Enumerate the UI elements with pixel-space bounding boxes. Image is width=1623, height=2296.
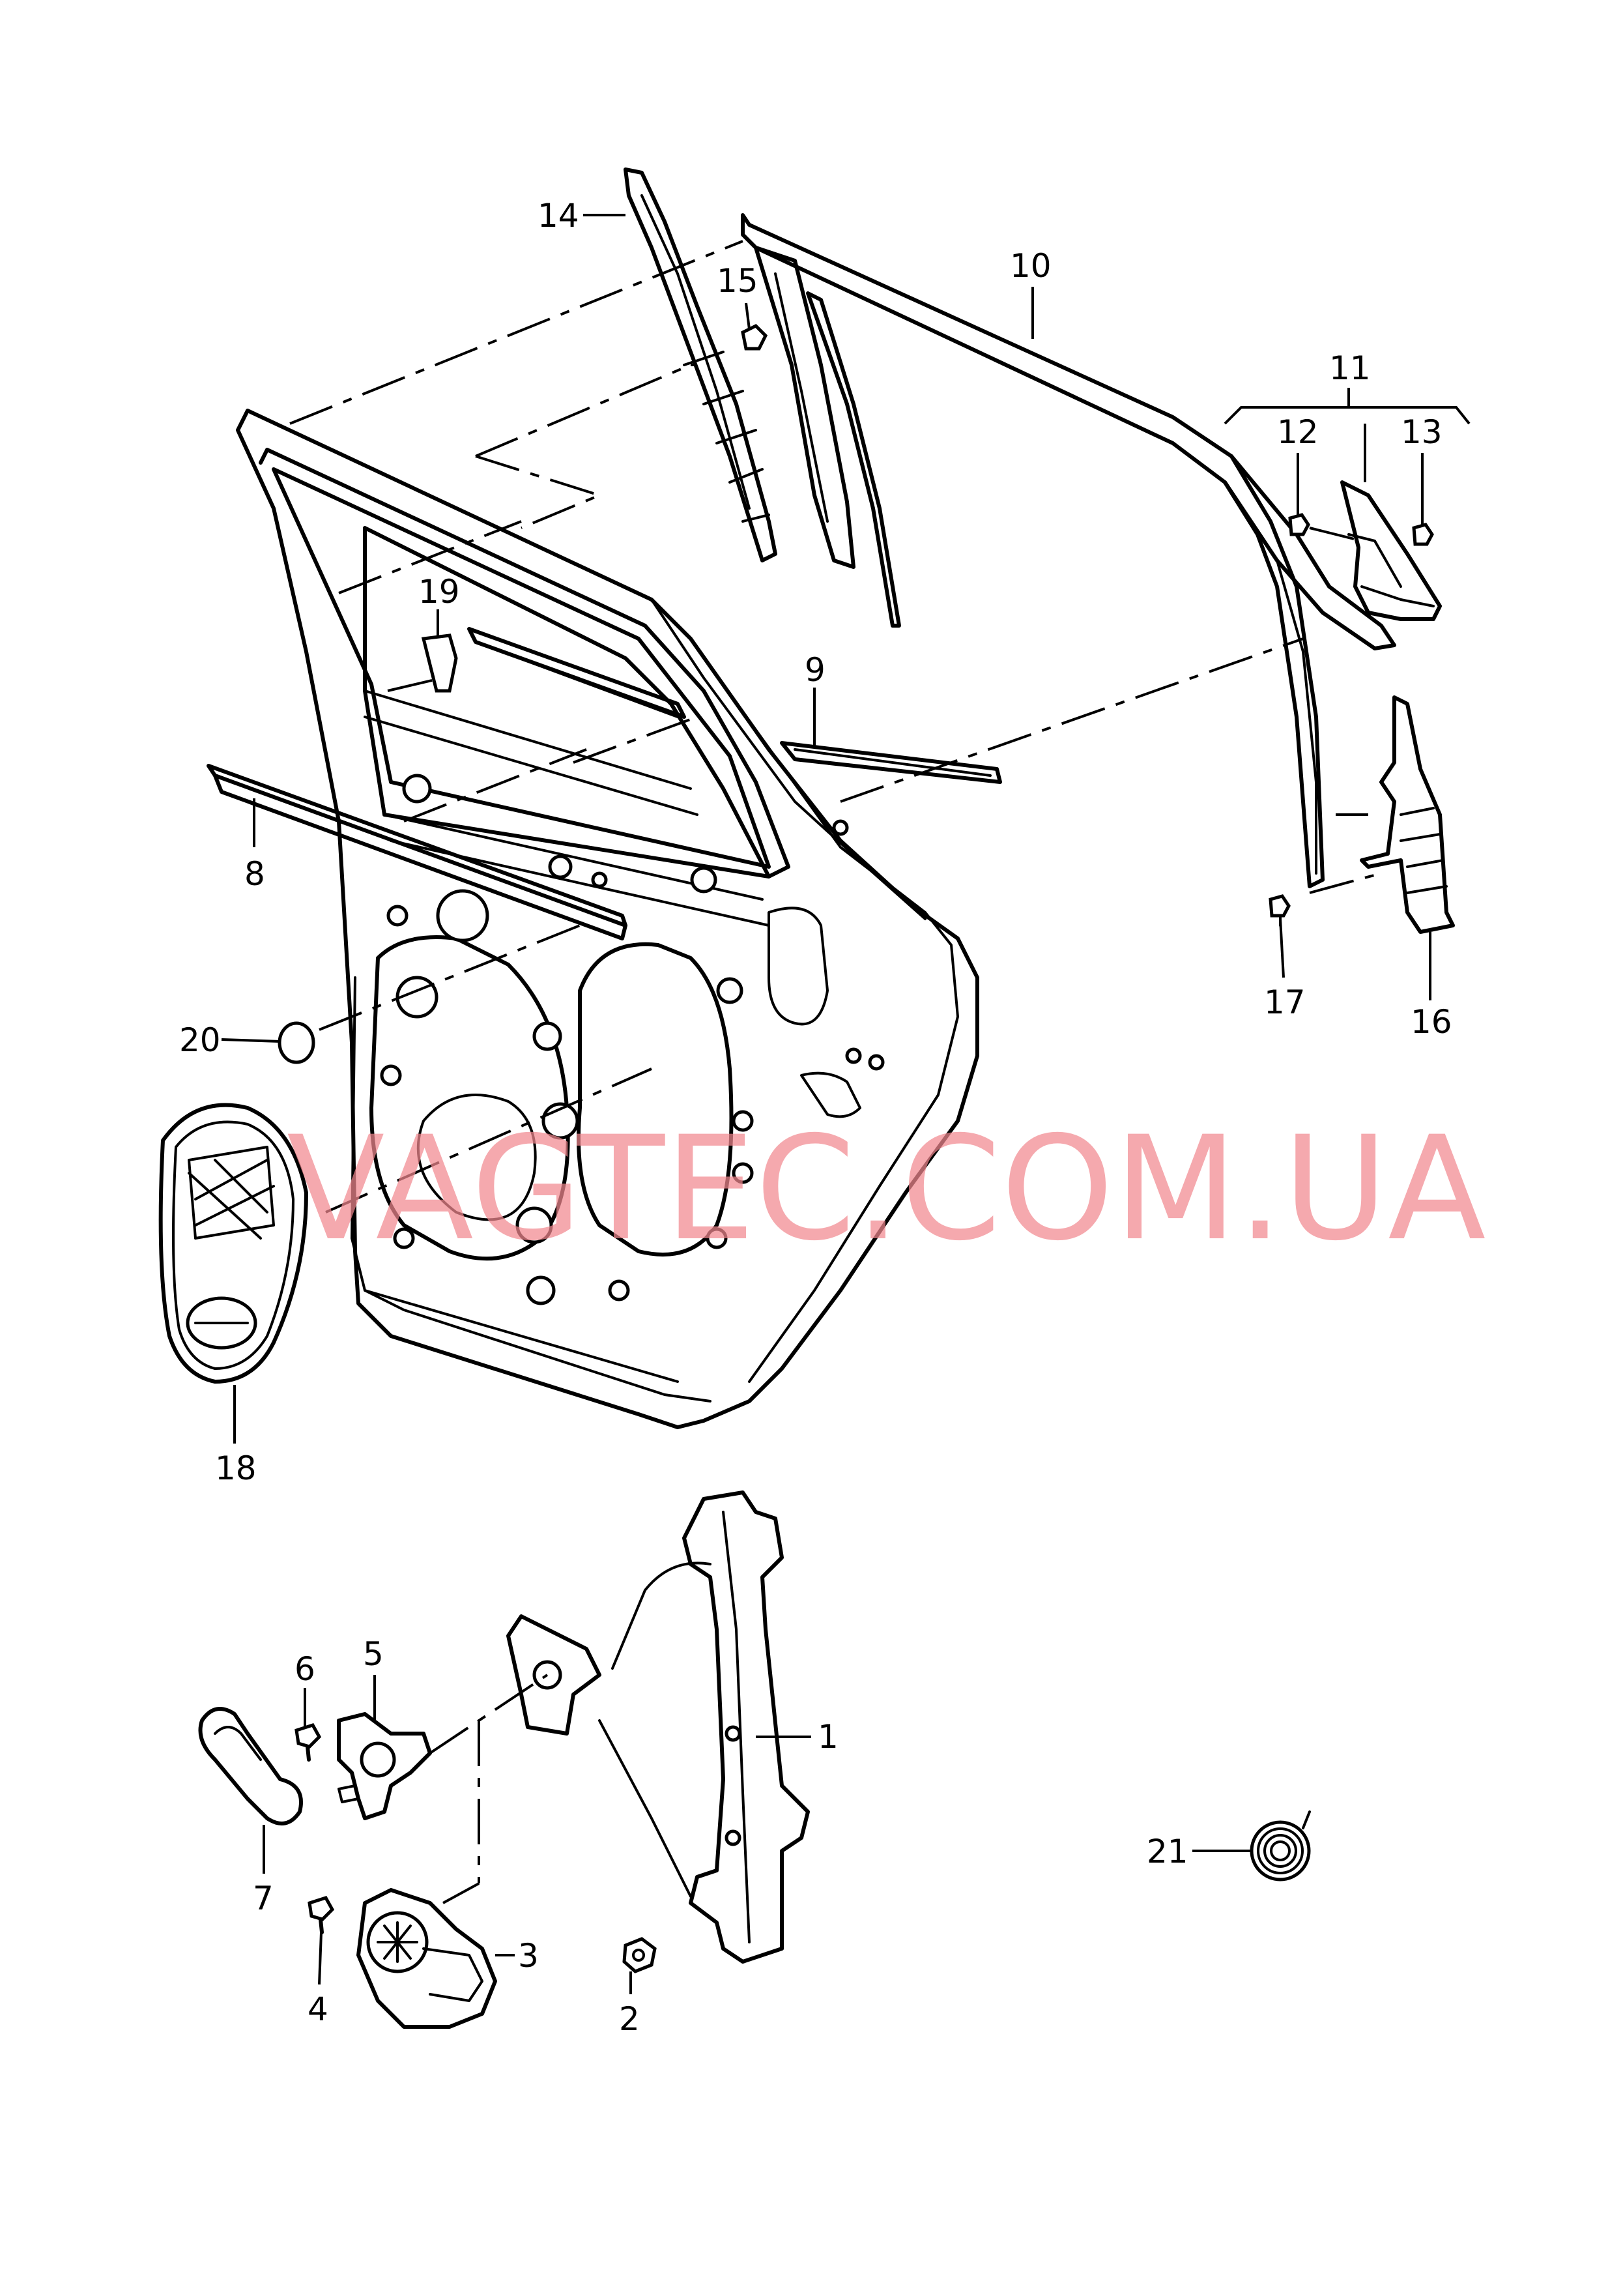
leader-lines: [221, 214, 1471, 1994]
part-13-nut: [1412, 523, 1434, 546]
callout-5: 5: [363, 1635, 384, 1673]
part-10-window-channel: [741, 213, 1396, 888]
part-7-crank-handle: [198, 1707, 303, 1825]
assembly-lines: [289, 240, 1382, 1904]
part-19-clip: [421, 633, 458, 693]
callout-15: 15: [717, 262, 758, 300]
callouts: 14 15 10 11 12 13 19 9 8 17 16 20 18 5 6…: [179, 197, 1452, 2038]
part-14-window-guide: [624, 167, 777, 562]
part-18-cover-panel: [158, 1103, 308, 1384]
callout-18: 18: [215, 1449, 257, 1487]
callout-7: 7: [253, 1880, 274, 1917]
part-6-screw: [294, 1722, 322, 1762]
callout-21: 21: [1147, 1833, 1188, 1870]
callout-6: 6: [294, 1650, 315, 1688]
door-shell: [236, 409, 979, 1429]
part-5-drive-unit: [337, 1712, 432, 1820]
part-16-rear-guide: [1360, 695, 1455, 934]
part-15-bolt: [741, 323, 768, 351]
part-20-plug: [278, 1021, 315, 1064]
callout-20: 20: [179, 1021, 221, 1059]
callout-9: 9: [805, 651, 826, 689]
part-3-window-motor: [356, 1888, 497, 2029]
callout-11: 11: [1329, 349, 1371, 387]
part-8-outer-window-seal: [207, 764, 627, 940]
callout-14: 14: [538, 197, 579, 235]
part-9-inner-window-seal: [780, 741, 1002, 784]
part-12-nut: [1288, 513, 1310, 536]
callout-13: 13: [1401, 413, 1443, 451]
callout-1: 1: [818, 1718, 839, 1756]
part-2-nut: [622, 1937, 657, 1973]
callout-8: 8: [244, 855, 265, 893]
part-1-window-regulator: [506, 1490, 810, 1964]
inner-trim-strip: [467, 627, 686, 719]
callout-4: 4: [308, 1990, 328, 2028]
callout-16: 16: [1411, 1003, 1452, 1041]
callout-12: 12: [1277, 413, 1319, 451]
part-4-screw: [308, 1895, 335, 1934]
callout-2: 2: [619, 2000, 640, 2038]
part-11-mirror-triangle: [1340, 480, 1442, 621]
part-21-damping-pad: [1250, 1810, 1311, 1882]
watermark: VAGTEC.COM.UA: [287, 1105, 1486, 1272]
callout-17: 17: [1264, 983, 1306, 1021]
callout-3: 3: [518, 1937, 539, 1975]
callout-10: 10: [1010, 247, 1052, 285]
callout-19: 19: [418, 573, 460, 611]
